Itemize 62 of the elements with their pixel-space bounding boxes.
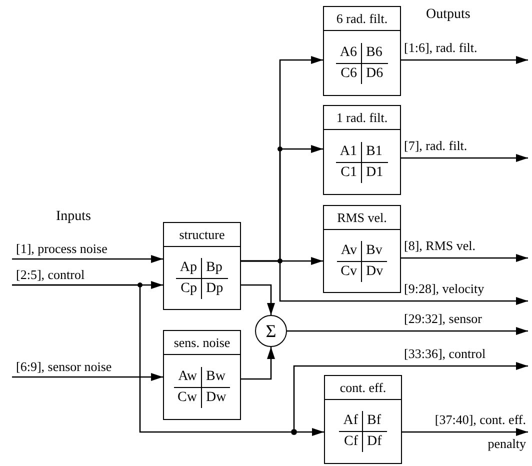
signal-arrow (241, 260, 528, 305)
signal-label: [33:36], control (404, 346, 486, 362)
block-title: 6 rad. filt. (336, 12, 388, 25)
matrix-entry: Df (367, 434, 382, 449)
signal-label: [1:6], rad. filt. (404, 40, 478, 56)
signal-arrow (287, 327, 528, 335)
matrix-entry: B6 (366, 44, 382, 60)
matrix-entry: Cf (344, 434, 358, 449)
matrix-entry: B1 (366, 144, 382, 158)
block-title: RMS vel. (337, 211, 387, 224)
signal-arrow (241, 284, 275, 315)
matrix-entry: Dw (206, 390, 226, 404)
matrix-entry: Bv (366, 242, 382, 258)
signal-arrow (401, 254, 528, 262)
matrix-entry: Dp (206, 280, 224, 296)
matrix-entry: D6 (366, 66, 384, 80)
state-space-block (324, 375, 402, 464)
block-title: 1 rad. filt. (336, 111, 388, 124)
matrix-entry: Bp (206, 260, 222, 274)
state-space-block (323, 205, 401, 293)
signal-label: [6:9], sensor noise (16, 359, 112, 375)
sum-symbol: Σ (266, 322, 276, 340)
block-title: structure (179, 228, 225, 241)
matrix-entry: Aw (178, 368, 197, 384)
signal-arrow (401, 154, 528, 162)
matrix-entry: Ap (180, 260, 197, 274)
signal-label: [7], rad. filt. (404, 138, 468, 154)
matrix-entry: Av (340, 242, 357, 258)
state-space-block (323, 105, 401, 195)
matrix-entry: C6 (340, 66, 357, 80)
signal-arrow (12, 373, 163, 381)
block-title: sens. noise (174, 336, 230, 349)
signal-label: [29:32], sensor (404, 311, 482, 327)
signal-arrow (297, 428, 324, 436)
signal-label: [1], process noise (16, 241, 108, 257)
signal-label: [37:40], cont. eff. penalty (434, 411, 526, 453)
state-space-block (163, 222, 241, 310)
matrix-entry: A1 (340, 144, 357, 158)
signal-arrow (241, 347, 275, 380)
matrix-entry: Dv (366, 264, 384, 278)
section-heading: Inputs (56, 208, 91, 226)
block-title: cont. eff. (340, 381, 386, 394)
signal-label: [9:28], velocity (404, 281, 484, 297)
matrix-entry: Af (343, 413, 358, 428)
summing-junction (255, 315, 287, 347)
matrix-entry: Bw (206, 368, 226, 384)
matrix-entry: Cw (178, 390, 197, 404)
signal-arrow (401, 56, 528, 64)
matrix-entry: D1 (366, 164, 384, 180)
state-space-block (323, 6, 401, 96)
signal-arrow (12, 255, 163, 263)
matrix-entry: C1 (340, 164, 357, 180)
signal-label: [2:5], control (16, 267, 85, 283)
state-space-block (163, 330, 241, 420)
section-heading: Outputs (426, 6, 470, 24)
signal-arrow (402, 428, 528, 436)
matrix-entry: Cp (180, 280, 197, 296)
signal-label: [8], RMS vel. (404, 238, 476, 254)
matrix-entry: Bf (367, 413, 381, 428)
matrix-entry: Cv (340, 264, 357, 278)
signal-arrow (293, 362, 528, 429)
matrix-entry: A6 (340, 44, 357, 60)
